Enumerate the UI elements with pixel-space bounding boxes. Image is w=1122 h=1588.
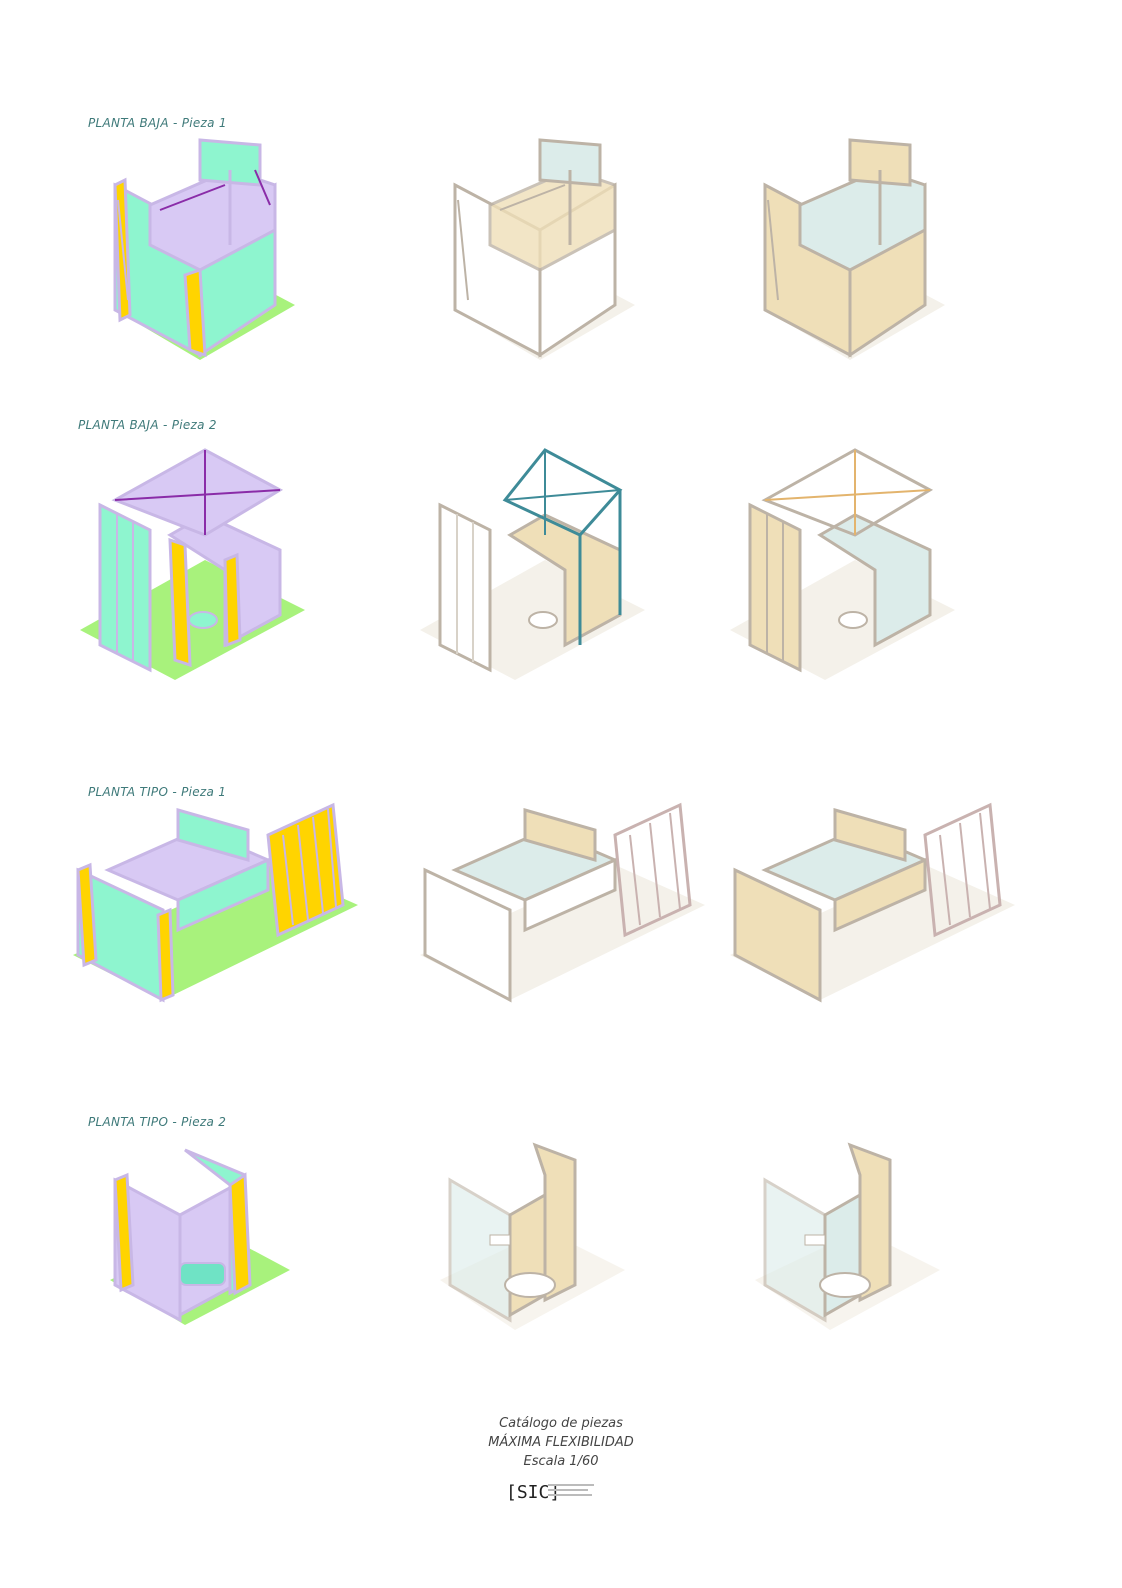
sic-logo-text: [SIC] <box>506 1482 560 1503</box>
iso-tipo1-white <box>420 802 705 1003</box>
iso-tipo2-white <box>440 1142 625 1330</box>
caption-line-2: MÁXIMA FLEXIBILIDAD <box>488 1435 634 1450</box>
footer-caption: Catálogo de piezas MÁXIMA FLEXIBILIDAD E… <box>0 1414 1122 1471</box>
row-title-planta-tipo-2: PLANTA TIPO - Pieza 2 <box>88 1115 227 1129</box>
iso-baja2-colored <box>80 448 305 680</box>
iso-baja2-white <box>420 448 645 680</box>
caption-line-3: Escala 1/60 <box>523 1454 599 1469</box>
caption-line-1: Catálogo de piezas <box>499 1416 623 1431</box>
iso-baja1-colored <box>113 138 295 360</box>
row-title-planta-baja-2: PLANTA BAJA - Pieza 2 <box>78 418 217 432</box>
iso-baja1-wood <box>763 138 945 360</box>
sic-logo: [SIC] <box>506 1482 594 1503</box>
iso-tipo2-wood <box>755 1142 940 1330</box>
iso-baja1-white <box>453 138 635 360</box>
iso-tipo1-wood <box>730 802 1015 1003</box>
iso-baja2-wood <box>730 448 955 680</box>
row-title-planta-tipo-1: PLANTA TIPO - Pieza 1 <box>88 785 227 799</box>
iso-tipo1-colored <box>73 802 358 1003</box>
iso-tipo2-colored <box>110 1148 290 1325</box>
row-title-planta-baja-1: PLANTA BAJA - Pieza 1 <box>88 116 227 130</box>
